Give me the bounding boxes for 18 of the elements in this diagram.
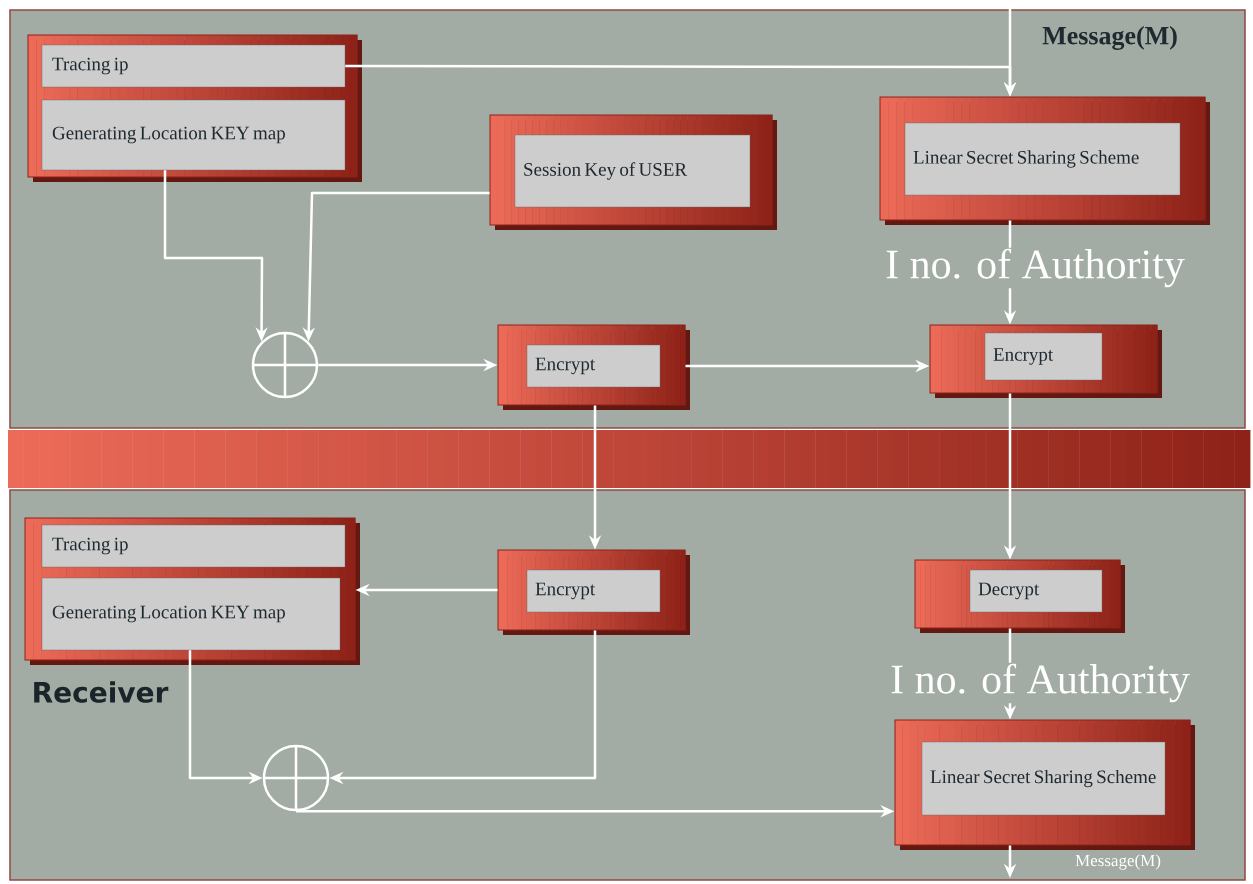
process-box: Linear Secret Sharing Scheme [879, 96, 1210, 225]
process-box: Encrypt [497, 324, 690, 410]
process-box: Linear Secret Sharing Scheme Message(M) [894, 719, 1195, 870]
process-box: Session Key of USER [489, 114, 777, 230]
message-label: Message(M) [1042, 26, 1177, 50]
text-box: Generating Location KEY map [41, 577, 341, 651]
process-box: Decrypt [914, 559, 1125, 633]
edge-label: I no. of Authority [884, 247, 1186, 289]
xor-symbol [251, 331, 319, 399]
xor-symbol [262, 744, 330, 812]
text-box: Generating Location KEY map [41, 99, 346, 171]
process-box: Encrypt [929, 324, 1162, 398]
edge-label: I no. of Authority [889, 662, 1191, 704]
text-box: Tracing ip [41, 524, 346, 568]
process-box: Encrypt [497, 549, 690, 635]
receiver-label: Receiver [34, 681, 169, 703]
node-label: Message(M) [1075, 854, 1161, 870]
text-box: Tracing ip [41, 44, 346, 88]
